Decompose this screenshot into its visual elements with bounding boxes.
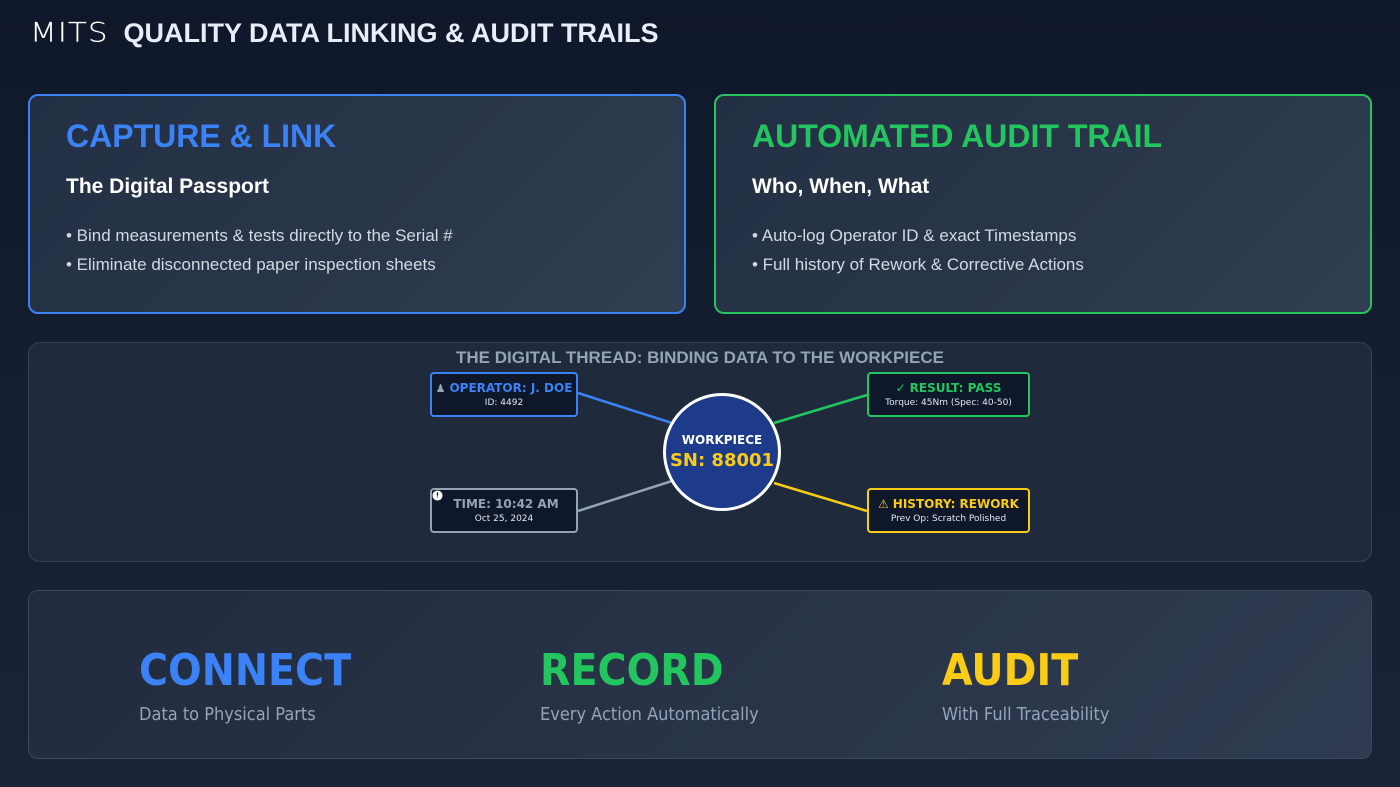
- card-title: CAPTURE & LINK: [66, 118, 337, 154]
- thread-title: THE DIGITAL THREAD: BINDING DATA TO THE …: [456, 348, 944, 367]
- card-subtitle: The Digital Passport: [66, 175, 270, 198]
- bullet-item: • Eliminate disconnected paper inspectio…: [66, 255, 436, 274]
- pillar-title: RECORD: [540, 645, 724, 696]
- operator-id: ID: 4492: [484, 398, 524, 408]
- operator-icon: ♟: [435, 382, 446, 395]
- workpiece-serial: SN: 88001: [669, 450, 775, 471]
- summary-panel: CONNECT Data to Physical Parts RECORD Ev…: [28, 590, 1372, 759]
- header: MITS QUALITY DATA LINKING & AUDIT TRAILS: [30, 16, 659, 50]
- card-bullets: • Bind measurements & tests directly to …: [66, 221, 648, 279]
- mits-logo: MITS: [30, 17, 109, 49]
- result-connector: [773, 393, 868, 425]
- pillar-title: CONNECT: [139, 645, 352, 696]
- pillar-record: RECORD Every Action Automatically: [540, 645, 783, 726]
- audit-trail-card: AUTOMATED AUDIT TRAIL Who, When, What • …: [714, 94, 1372, 314]
- workpiece-node: WORKPIECE SN: 88001: [663, 393, 781, 511]
- pillar-connect: CONNECT Data to Physical Parts: [139, 645, 375, 726]
- bullet-item: • Full history of Rework & Corrective Ac…: [752, 255, 1084, 274]
- pillar-title: AUDIT: [942, 645, 1079, 696]
- warning-icon: ⚠: [878, 497, 889, 511]
- digital-thread-panel: THE DIGITAL THREAD: BINDING DATA TO THE …: [28, 342, 1372, 562]
- check-icon: ✓: [895, 381, 906, 395]
- result-title: RESULT: PASS: [909, 381, 1002, 395]
- pillar-subtitle: Data to Physical Parts: [139, 704, 316, 725]
- result-detail: Torque: 45Nm (Spec: 40-50): [885, 398, 1012, 408]
- bullet-item: • Auto-log Operator ID & exact Timestamp…: [752, 226, 1077, 245]
- card-bullets: • Auto-log Operator ID & exact Timestamp…: [752, 221, 1334, 279]
- time-connector: [577, 479, 673, 513]
- operator-title: OPERATOR: J. DOE: [449, 381, 573, 395]
- pillar-audit: AUDIT With Full Traceability: [942, 645, 1128, 726]
- card-subtitle: Who, When, What: [752, 175, 930, 198]
- history-detail: Prev Op: Scratch Polished: [890, 514, 1007, 524]
- result-node: ✓RESULT: PASS Torque: 45Nm (Spec: 40-50): [867, 372, 1030, 417]
- connector-lines: [577, 391, 868, 513]
- card-title: AUTOMATED AUDIT TRAIL: [752, 118, 1163, 154]
- pillar-subtitle: With Full Traceability: [942, 704, 1110, 725]
- time-node: TIME: 10:42 AM Oct 25, 2024: [430, 488, 578, 533]
- bullet-item: • Bind measurements & tests directly to …: [66, 226, 453, 245]
- history-title: HISTORY: REWORK: [892, 497, 1019, 511]
- capture-link-card: CAPTURE & LINK The Digital Passport • Bi…: [28, 94, 686, 314]
- history-connector: [773, 481, 868, 513]
- time-title: TIME: 10:42 AM: [453, 497, 559, 511]
- time-date: Oct 25, 2024: [474, 514, 534, 524]
- pillar-subtitle: Every Action Automatically: [540, 704, 759, 725]
- workpiece-label: WORKPIECE: [681, 433, 763, 447]
- operator-connector: [577, 391, 673, 425]
- history-node: ⚠HISTORY: REWORK Prev Op: Scratch Polish…: [867, 488, 1030, 533]
- operator-node: ♟OPERATOR: J. DOE ID: 4492: [430, 372, 578, 417]
- page-title: QUALITY DATA LINKING & AUDIT TRAILS: [123, 17, 659, 48]
